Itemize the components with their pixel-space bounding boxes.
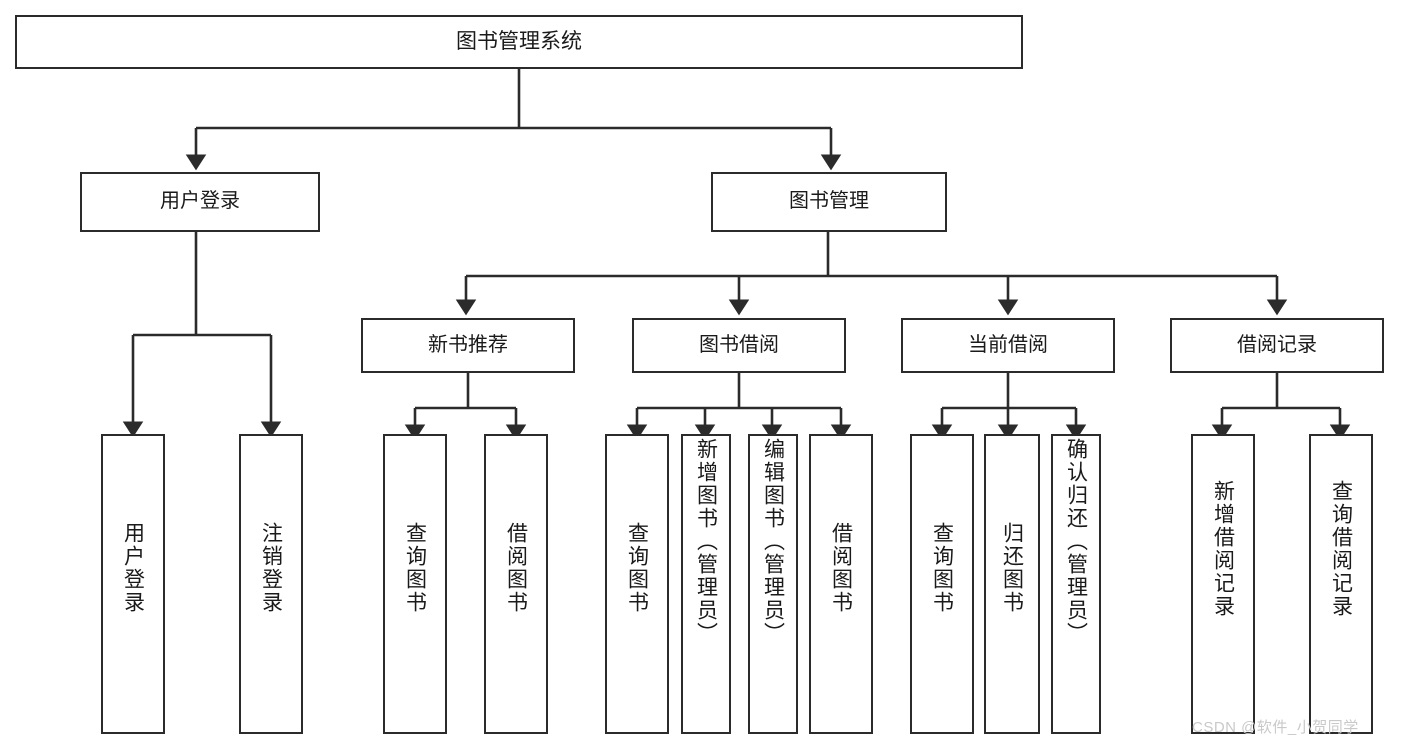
leaf-borrow-book-1-label: 借阅图书 bbox=[504, 522, 528, 614]
leaf-query-book-3[interactable]: 查询图书 bbox=[910, 434, 974, 734]
leaf-query-book-1[interactable]: 查询图书 bbox=[383, 434, 447, 734]
leaf-confirm-return[interactable]: 确认归还（管理员） bbox=[1051, 434, 1101, 734]
node-book-manage[interactable]: 图书管理 bbox=[711, 172, 947, 232]
leaf-query-book-3-label: 查询图书 bbox=[930, 522, 954, 614]
leaf-return-book-label: 归还图书 bbox=[1000, 522, 1024, 614]
leaf-logout-login-label: 注销登录 bbox=[259, 522, 283, 614]
leaf-query-book-1-label: 查询图书 bbox=[403, 522, 427, 614]
leaf-query-book-2-label: 查询图书 bbox=[625, 522, 649, 614]
leaf-borrow-book-2[interactable]: 借阅图书 bbox=[809, 434, 873, 734]
leaf-add-borrow-record-label: 新增借阅记录 bbox=[1211, 480, 1235, 618]
node-book-manage-label: 图书管理 bbox=[789, 190, 869, 213]
leaf-query-borrow-record[interactable]: 查询借阅记录 bbox=[1309, 434, 1373, 734]
leaf-user-login[interactable]: 用户登录 bbox=[101, 434, 165, 734]
node-current-borrow[interactable]: 当前借阅 bbox=[901, 318, 1115, 373]
leaf-add-book[interactable]: 新增图书（管理员） bbox=[681, 434, 731, 734]
leaf-logout-login[interactable]: 注销登录 bbox=[239, 434, 303, 734]
node-new-book-recommend-label: 新书推荐 bbox=[428, 333, 508, 356]
node-borrow-record-label: 借阅记录 bbox=[1237, 333, 1317, 356]
node-user-login-label: 用户登录 bbox=[160, 190, 240, 213]
node-root[interactable]: 图书管理系统 bbox=[15, 15, 1023, 69]
leaf-edit-book-label: 编辑图书（管理员） bbox=[761, 438, 785, 645]
leaf-borrow-book-1[interactable]: 借阅图书 bbox=[484, 434, 548, 734]
node-root-label: 图书管理系统 bbox=[456, 29, 582, 53]
node-user-login[interactable]: 用户登录 bbox=[80, 172, 320, 232]
leaf-query-borrow-record-label: 查询借阅记录 bbox=[1329, 480, 1353, 618]
leaf-user-login-label: 用户登录 bbox=[121, 522, 145, 614]
node-book-borrow-label: 图书借阅 bbox=[699, 333, 779, 356]
leaf-query-book-2[interactable]: 查询图书 bbox=[605, 434, 669, 734]
node-new-book-recommend[interactable]: 新书推荐 bbox=[361, 318, 575, 373]
leaf-edit-book[interactable]: 编辑图书（管理员） bbox=[748, 434, 798, 734]
leaf-borrow-book-2-label: 借阅图书 bbox=[829, 522, 853, 614]
leaf-confirm-return-label: 确认归还（管理员） bbox=[1064, 438, 1088, 645]
node-book-borrow[interactable]: 图书借阅 bbox=[632, 318, 846, 373]
leaf-add-borrow-record[interactable]: 新增借阅记录 bbox=[1191, 434, 1255, 734]
node-borrow-record[interactable]: 借阅记录 bbox=[1170, 318, 1384, 373]
node-current-borrow-label: 当前借阅 bbox=[968, 333, 1048, 356]
leaf-return-book[interactable]: 归还图书 bbox=[984, 434, 1040, 734]
leaf-add-book-label: 新增图书（管理员） bbox=[694, 438, 718, 645]
